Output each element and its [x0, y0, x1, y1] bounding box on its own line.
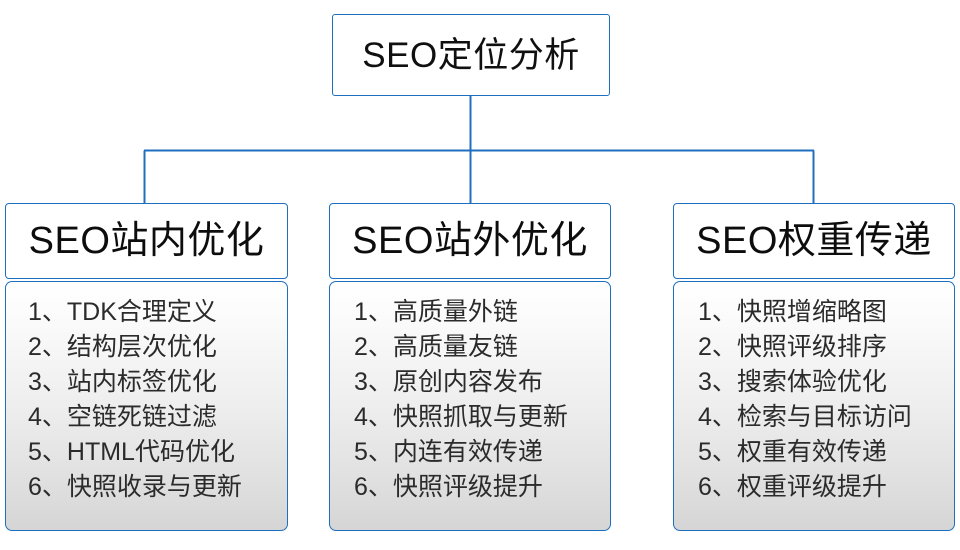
list-item: 6、权重评级提升 [698, 473, 887, 501]
list-item: 4、检索与目标访问 [698, 403, 912, 431]
root-node-box[interactable]: SEO定位分析 [332, 14, 610, 96]
list-item: 6、快照评级提升 [354, 473, 543, 501]
branch-item-list-1: 1、TDK合理定义 2、结构层次优化 3、站内标签优化 4、空链死链过滤 5、H… [5, 281, 288, 531]
list-item: 5、HTML代码优化 [28, 438, 235, 466]
list-item: 3、搜索体验优化 [698, 368, 887, 396]
list-item: 3、站内标签优化 [28, 368, 217, 396]
list-item: 2、快照评级排序 [698, 333, 887, 361]
list-item: 1、高质量外链 [354, 298, 518, 326]
branch-column-2: SEO站外优化 1、高质量外链 2、高质量友链 3、原创内容发布 4、快照抓取与… [329, 203, 611, 531]
list-item: 3、原创内容发布 [354, 368, 543, 396]
branch-item-list-2: 1、高质量外链 2、高质量友链 3、原创内容发布 4、快照抓取与更新 5、内连有… [329, 281, 611, 531]
branch-heading-1: SEO站内优化 [28, 220, 265, 262]
branch-heading-2: SEO站外优化 [352, 220, 588, 262]
list-item: 5、内连有效传递 [354, 438, 543, 466]
branch-header-box-3[interactable]: SEO权重传递 [673, 203, 955, 279]
list-item: 6、快照收录与更新 [28, 473, 242, 501]
list-item: 5、权重有效传递 [698, 438, 887, 466]
branch-column-1: SEO站内优化 1、TDK合理定义 2、结构层次优化 3、站内标签优化 4、空链… [5, 203, 288, 531]
list-item: 1、快照增缩略图 [698, 298, 887, 326]
list-item: 4、空链死链过滤 [28, 403, 217, 431]
list-item: 4、快照抓取与更新 [354, 403, 568, 431]
root-node-label: SEO定位分析 [362, 35, 580, 75]
list-item: 2、结构层次优化 [28, 333, 217, 361]
list-item: 2、高质量友链 [354, 333, 518, 361]
branch-header-box-2[interactable]: SEO站外优化 [329, 203, 611, 279]
branch-header-box-1[interactable]: SEO站内优化 [5, 203, 288, 279]
list-item: 1、TDK合理定义 [28, 298, 217, 326]
branch-item-list-3: 1、快照增缩略图 2、快照评级排序 3、搜索体验优化 4、检索与目标访问 5、权… [673, 281, 955, 531]
branch-column-3: SEO权重传递 1、快照增缩略图 2、快照评级排序 3、搜索体验优化 4、检索与… [673, 203, 955, 531]
branch-heading-3: SEO权重传递 [696, 220, 932, 262]
